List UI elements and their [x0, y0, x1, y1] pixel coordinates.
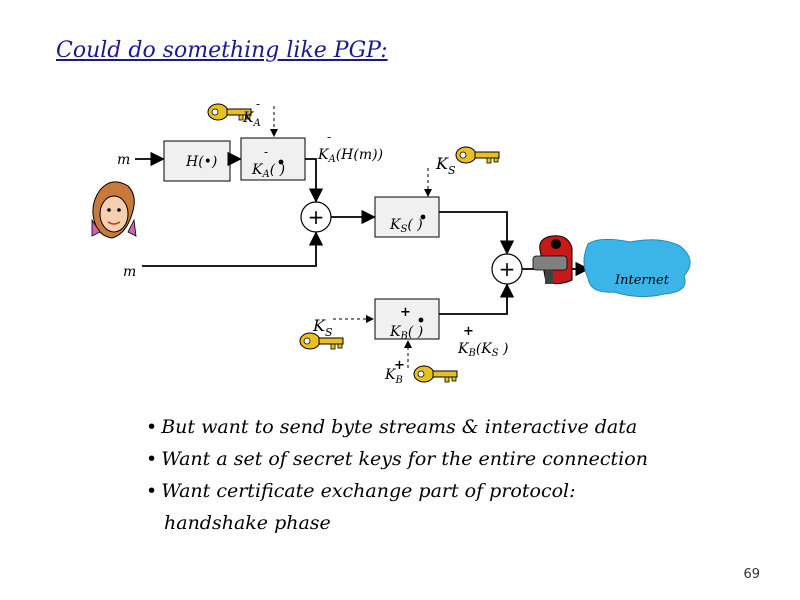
alice-avatar-icon	[91, 181, 137, 239]
signed-hash-sup: -	[327, 130, 331, 144]
bullet-item: •Want a set of secret keys for the entir…	[146, 448, 648, 480]
sign-box-bullet	[278, 159, 284, 165]
internet-label: Internet	[614, 273, 670, 288]
session-key-bottom-icon	[299, 332, 344, 350]
hash-box-label: H(•)	[185, 154, 217, 170]
bullet-list: •But want to send byte streams & interac…	[146, 416, 648, 544]
session-encrypt-box	[374, 196, 440, 238]
pub-encrypt-box-label: KB( )	[389, 324, 423, 342]
bullet-dot: •	[146, 416, 158, 438]
slide-title: Could do something like PGP:	[56, 38, 388, 63]
pub-encrypt-box-sup: +	[400, 305, 411, 320]
bullet-dot: •	[146, 448, 158, 470]
page-number: 69	[743, 567, 760, 582]
intruder-icon	[532, 235, 573, 285]
sign-box-sup: -	[264, 145, 268, 159]
bullet-text: But want to send byte streams & interact…	[161, 416, 638, 438]
encrypted-session-sup: +	[463, 324, 474, 339]
internet-cloud	[583, 238, 691, 298]
concat-symbol-1: +	[308, 205, 325, 229]
encrypted-session-label: KB(KS )	[457, 341, 509, 359]
pub-key-sup: +	[394, 358, 405, 373]
session-encrypt-bullet	[420, 214, 426, 220]
pub-key-label: KB	[384, 367, 403, 386]
key-dashed-lines	[270, 106, 432, 368]
sign-box-label: KA( )	[251, 162, 285, 180]
bullet-text: Want a set of secret keys for the entire…	[161, 448, 648, 470]
session-encrypt-box-label: KS( )	[389, 217, 423, 235]
bullet-continuation: handshake phase	[146, 512, 648, 544]
message-label: m	[117, 152, 130, 168]
bullet-item: •Want certificate exchange part of proto…	[146, 480, 648, 512]
bullet-dot: •	[146, 480, 158, 502]
session-key-bottom-label: KS	[312, 316, 333, 339]
session-key-top-icon	[455, 146, 500, 164]
session-key-top-label: KS	[435, 154, 456, 177]
bullet-text: handshake phase	[164, 512, 331, 534]
pub-encrypt-bullet	[418, 317, 424, 323]
pub-encrypt-box	[374, 298, 440, 340]
sign-key-sup: -	[256, 97, 260, 111]
flow-arrows	[135, 151, 590, 315]
sign-key-label: KA	[242, 110, 261, 129]
signed-hash-label: KA(H(m))	[317, 147, 383, 165]
concat-symbol-2: +	[499, 257, 516, 281]
bullet-item: •But want to send byte streams & interac…	[146, 416, 648, 448]
bullet-text: Want certificate exchange part of protoc…	[161, 480, 576, 502]
public-key-B-icon	[413, 365, 458, 383]
message-label-2: m	[123, 264, 136, 280]
